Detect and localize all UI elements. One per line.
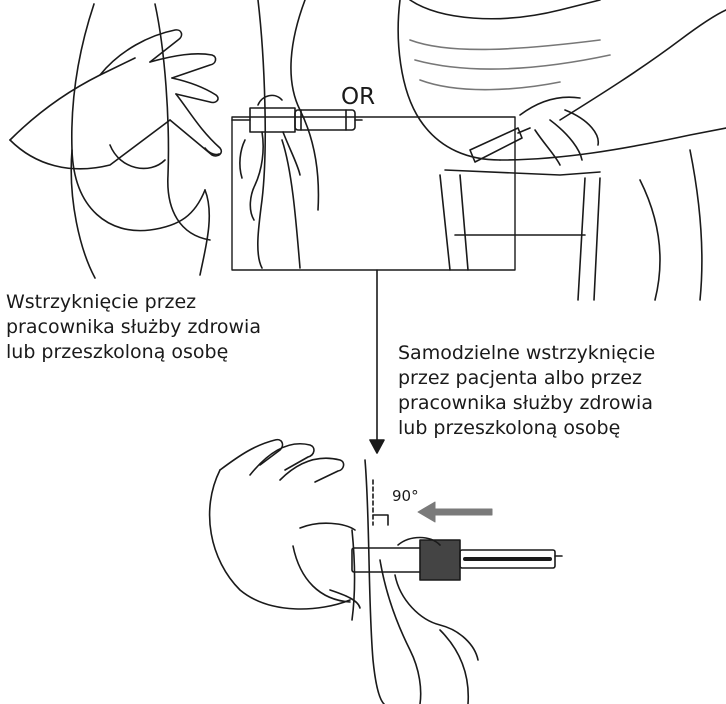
angle-label: 90° — [392, 487, 419, 505]
self-injection-caption: Samodzielne wstrzyknięcie przez pacjenta… — [398, 341, 720, 441]
or-label: OR — [341, 84, 375, 110]
injection-site-skin — [352, 460, 384, 704]
thigh-site-illustration — [232, 0, 515, 270]
stretching-hand-illustration — [10, 30, 221, 169]
syringe-inset-illustration — [232, 95, 362, 220]
down-arrow-icon — [370, 440, 384, 453]
inset-frame — [232, 117, 515, 270]
professional-injection-caption: Wstrzyknięcie przez pracownika służby zd… — [6, 290, 336, 365]
skin-pinch-hand-illustration — [210, 440, 360, 609]
syringe-illustration — [352, 538, 562, 704]
right-angle-indicator — [373, 480, 388, 525]
push-arrow-icon — [418, 502, 492, 522]
buttock-site-illustration — [71, 4, 210, 278]
self-injection-illustration — [398, 0, 726, 300]
